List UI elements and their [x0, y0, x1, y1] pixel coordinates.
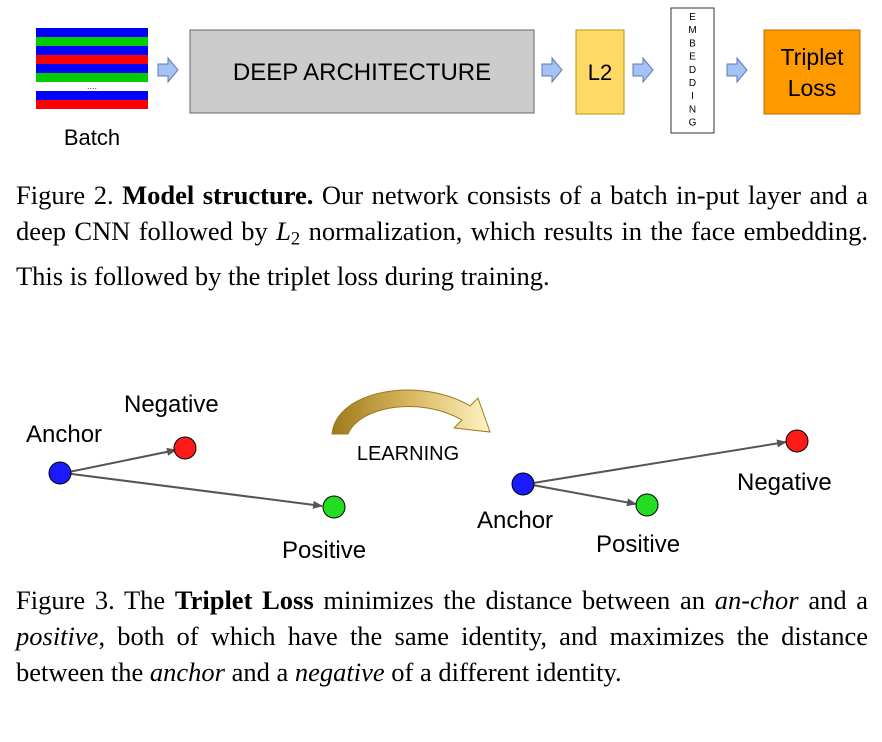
positive-label-after: Positive [596, 531, 680, 558]
l2-label: L2 [588, 60, 612, 85]
anchor-label-before: Anchor [26, 421, 102, 448]
positive-point-after [635, 493, 659, 517]
positive-point-before [322, 495, 346, 519]
triplet-loss-diagram: Anchor Negative Positive LEARNING Anchor… [26, 389, 832, 564]
batch-stack: .... [36, 28, 148, 109]
embedding-letter: N [689, 104, 696, 115]
batch-stripe-blue [36, 46, 148, 55]
math-l2: L2 [276, 216, 300, 250]
figure-3-triplet-loss: Anchor Negative Positive LEARNING Anchor… [0, 378, 882, 578]
negative-point-after [785, 429, 809, 453]
embedding-letter: D [689, 78, 696, 89]
learning-arrow-icon [331, 389, 491, 435]
batch-stripe-green [36, 73, 148, 82]
model-structure-diagram: .... Batch DEEP ARCHITECTURE L2 EMBEDDIN… [36, 7, 861, 150]
triplet-loss-line1: Triplet [780, 44, 844, 70]
positive-label-before: Positive [282, 537, 366, 564]
batch-stripe-red [36, 100, 148, 109]
caption-label: Figure 3. The [16, 585, 166, 615]
figure-3-caption: Figure 3. The Triplet Loss minimizes the… [16, 582, 868, 690]
embedding-box [670, 7, 715, 134]
anchor-to-negative-arrow [63, 447, 177, 474]
deep-architecture-label: DEEP ARCHITECTURE [233, 59, 491, 86]
caption-text: and a [231, 657, 289, 687]
batch-stripe-red [36, 55, 148, 64]
caption-emph: an-chor [714, 585, 799, 615]
embedding-letter: E [689, 12, 696, 23]
arrow-icon [632, 56, 654, 84]
negative-point-before [173, 436, 197, 460]
embedding-letter: D [689, 65, 696, 76]
math-subscript: 2 [290, 228, 301, 250]
caption-title: Triplet Loss [174, 585, 314, 615]
anchor-point-before [48, 461, 72, 485]
negative-label-after: Negative [737, 469, 832, 496]
l2-box [575, 29, 625, 115]
batch-stripe-blue [36, 64, 148, 73]
triplet-loss-box [763, 29, 861, 115]
caption-text: Our network consists of a batch in-put l… [16, 180, 869, 246]
caption-emph: negative [294, 657, 385, 687]
anchor-to-positive-arrow [63, 472, 323, 509]
caption-text: , both of which have the same identity, … [16, 621, 868, 687]
anchor-label-after: Anchor [477, 507, 553, 534]
anchor-to-positive-arrow [526, 483, 637, 507]
figure-2-caption: Figure 2. Model structure. Our network c… [16, 177, 868, 294]
embedding-letter: E [689, 52, 696, 63]
anchor-point-after [511, 472, 535, 496]
deep-architecture-box [189, 29, 535, 114]
math-symbol: L [276, 216, 291, 246]
arrow-icon [541, 56, 563, 84]
batch-stripe-white [36, 82, 148, 91]
embedding-letter: B [689, 38, 696, 49]
learning-label: LEARNING [357, 443, 459, 465]
arrow-icon [726, 56, 748, 84]
caption-emph: anchor [149, 657, 225, 687]
triplet-loss-line2: Loss [788, 75, 837, 101]
caption-text: normalization, which results in the face… [16, 216, 868, 291]
caption-text: of a different identity. [391, 657, 622, 687]
batch-label: Batch [64, 125, 120, 150]
anchor-to-negative-arrow [526, 439, 787, 485]
embedding-letter: I [691, 91, 694, 102]
caption-label: Figure 2. [16, 180, 114, 210]
caption-text: and a [808, 585, 869, 615]
caption-title: Model structure. [122, 180, 314, 210]
caption-emph: positive [16, 621, 99, 651]
batch-stripe-blue [36, 91, 148, 100]
batch-dots: .... [87, 81, 97, 91]
negative-label-before: Negative [124, 391, 219, 418]
embedding-letter: G [689, 118, 697, 129]
embedding-letter: M [688, 25, 696, 36]
arrow-icon [157, 56, 179, 84]
batch-stripe-blue [36, 28, 148, 37]
batch-stripe-green [36, 37, 148, 46]
caption-text: minimizes the distance between an [323, 585, 705, 615]
